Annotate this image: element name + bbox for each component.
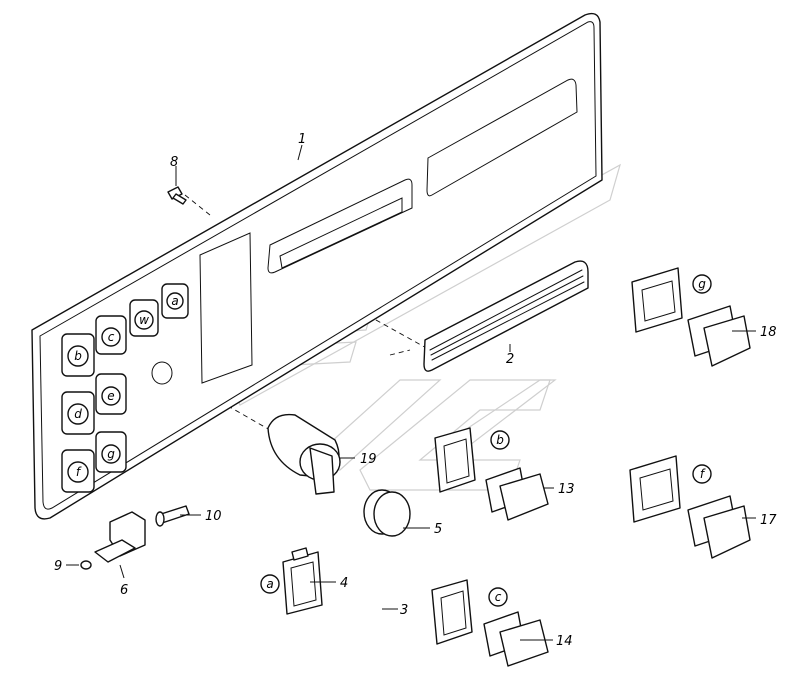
panel-button-b: b <box>61 333 95 377</box>
instrument-panel <box>31 12 603 520</box>
svg-text:c: c <box>495 590 502 604</box>
callout-14: 14 <box>556 634 573 649</box>
callout-labels: 1 8 2 18 19 13 17 5 10 9 6 4 3 14 <box>54 132 777 649</box>
callout-9: 9 <box>54 559 62 574</box>
switch-part-18 <box>687 305 751 367</box>
switch-frame-part-3-b <box>434 427 476 493</box>
svg-text:a: a <box>171 294 178 308</box>
nut-part-9 <box>80 560 92 570</box>
switch-part-13 <box>485 467 549 521</box>
callout-13: 13 <box>558 482 575 497</box>
svg-text:b: b <box>74 349 82 363</box>
rotary-switch-part-19 <box>267 413 341 495</box>
svg-text:b: b <box>496 433 504 447</box>
svg-text:g: g <box>698 277 706 291</box>
callout-6: 6 <box>120 583 128 598</box>
switch-blank-part-4 <box>282 547 323 615</box>
callout-leaders <box>66 144 756 641</box>
detail-letter-f: f <box>692 464 712 484</box>
callout-18: 18 <box>760 325 777 340</box>
panel-button-f: f <box>61 449 95 493</box>
svg-text:g: g <box>107 447 115 461</box>
svg-text:c: c <box>108 330 115 344</box>
panel-button-e: e <box>95 373 127 415</box>
panel-button-c: c <box>95 315 127 355</box>
round-plug-part-5 <box>363 489 411 537</box>
switch-frame-part-3-f <box>629 455 681 523</box>
svg-text:f: f <box>700 467 706 481</box>
callout-10: 10 <box>205 509 222 524</box>
callout-17: 17 <box>760 513 777 528</box>
svg-text:e: e <box>107 389 114 403</box>
callout-8: 8 <box>170 155 178 170</box>
detail-letter-a: a <box>260 574 280 594</box>
panel-button-a: a <box>161 283 189 319</box>
detail-letter-b: b <box>490 430 510 450</box>
callout-1: 1 <box>298 132 306 147</box>
bracket-part-6 <box>94 511 146 563</box>
trim-strip-part-2 <box>423 260 589 372</box>
switch-part-14 <box>483 611 549 667</box>
svg-text:w: w <box>139 313 149 327</box>
bolt-part-10 <box>155 505 190 527</box>
panel-button-grid: a w c b e d g <box>61 283 189 493</box>
callout-2: 2 <box>506 352 514 367</box>
callout-19: 19 <box>360 452 377 467</box>
screw-part-8 <box>167 186 187 205</box>
svg-text:d: d <box>74 407 82 421</box>
callout-3: 3 <box>400 603 408 618</box>
switch-frame-part-3-g <box>631 267 683 333</box>
svg-text:f: f <box>76 465 82 479</box>
callout-5: 5 <box>434 522 442 537</box>
switch-part-17 <box>687 495 751 559</box>
panel-button-w: w <box>129 299 159 337</box>
callout-4: 4 <box>340 576 348 591</box>
detail-letter-c: c <box>488 587 508 607</box>
svg-text:a: a <box>266 577 273 591</box>
panel-button-g: g <box>95 431 127 473</box>
switch-frame-part-3 <box>431 579 473 645</box>
detail-letter-g: g <box>692 274 712 294</box>
panel-button-d: d <box>61 391 95 435</box>
